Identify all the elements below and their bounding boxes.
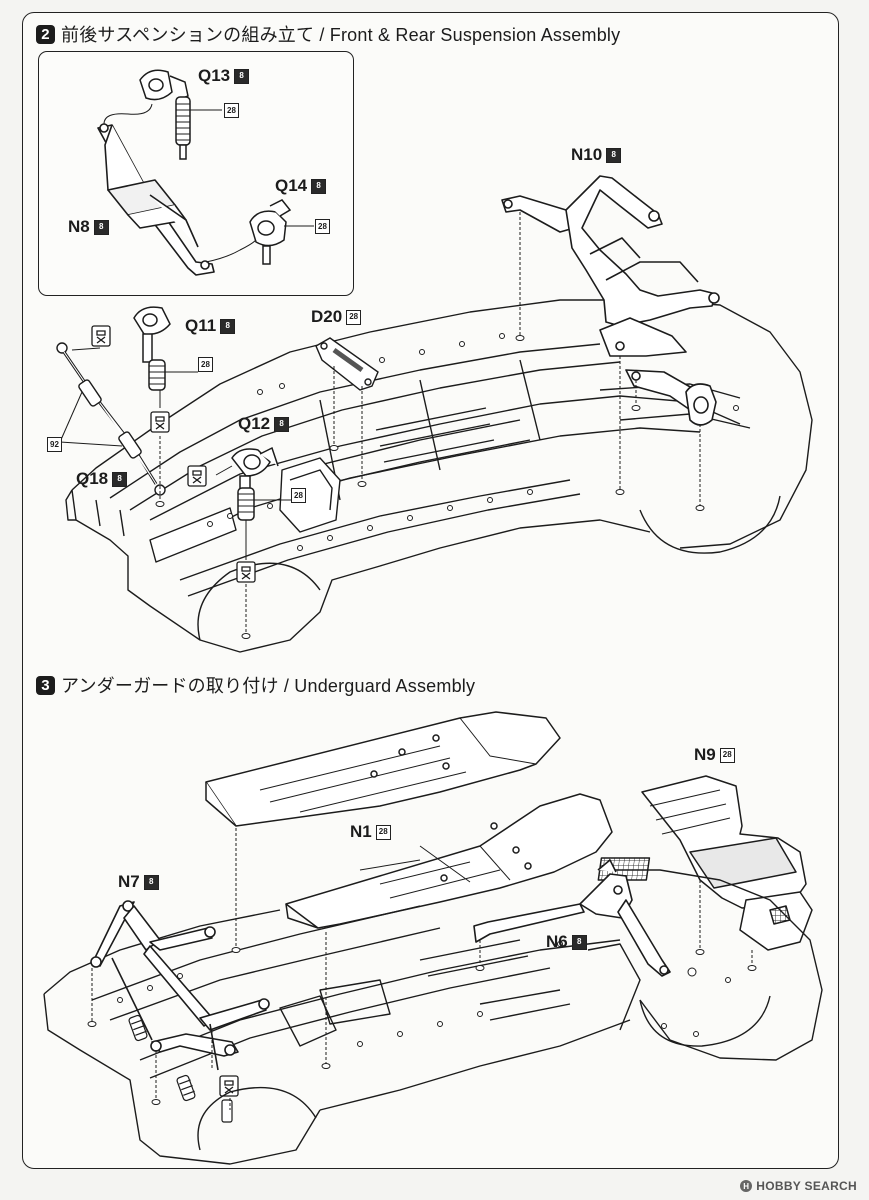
label-n9: N9 28: [694, 745, 735, 765]
rear-arm-n7: [90, 900, 270, 1071]
n10-leader-lines: [519, 212, 701, 506]
front-arm-n10: [501, 175, 720, 426]
material-tag: 8: [234, 68, 250, 84]
shock-q11: [133, 306, 171, 391]
step-2-number: 2: [36, 24, 55, 44]
inset-shock-q13: [139, 69, 191, 160]
label-q11: Q11 8: [185, 316, 236, 336]
inset-knuckle-q14: [249, 199, 292, 265]
step3-holes: [117, 941, 731, 1047]
material-tag: 8: [143, 874, 159, 890]
label-d20: D20 28: [311, 307, 362, 327]
sub-assembly-inset: [38, 51, 354, 296]
material-tag-92: 92: [47, 437, 62, 452]
material-tag-28: 28: [198, 357, 213, 372]
material-tag: 8: [606, 147, 622, 163]
label-q13: Q13 8: [198, 66, 250, 86]
material-tag-28: 28: [224, 103, 239, 118]
step-3-number: 3: [36, 675, 55, 695]
step3-chassis: [43, 869, 823, 1165]
material-tag: 8: [220, 318, 236, 334]
damper-rod-q18: [56, 342, 166, 496]
hobby-search-logo-icon: H: [740, 1180, 753, 1192]
material-tag: 28: [375, 824, 391, 840]
label-n6: N6 8: [546, 932, 587, 952]
material-tag: 28: [346, 309, 362, 325]
material-tag: 8: [571, 934, 587, 950]
shock-q12: [231, 446, 279, 521]
step3-leader-lines: [91, 828, 753, 1110]
label-q18: Q18 8: [76, 469, 128, 489]
watermark-text: HOBBY SEARCH: [756, 1179, 857, 1193]
step2-chassis-holes: [207, 333, 739, 551]
label-q14: Q14 8: [275, 176, 327, 196]
label-n8: N8 8: [68, 217, 109, 237]
step2-leader-lines: [59, 347, 363, 632]
label-n7: N7 8: [118, 872, 159, 892]
material-tag: 28: [719, 747, 735, 763]
inset-suspension-arm: [97, 123, 215, 276]
material-tag-28: 28: [291, 488, 306, 503]
material-tag-28: 28: [315, 219, 330, 234]
brace-d20: [315, 337, 379, 391]
step-2-header: 2 前後サスペンションの組み立て / Front & Rear Suspensi…: [36, 21, 620, 47]
inset-leader-lines: [103, 103, 314, 263]
label-n1: N1 28: [350, 822, 391, 842]
step-3-header: 3 アンダーガードの取り付け / Underguard Assembly: [36, 672, 475, 698]
underguard-panel-rear: [205, 711, 561, 827]
grease-icons: [91, 325, 256, 1097]
front-arm-n6: [473, 859, 671, 977]
material-tag: 8: [93, 219, 109, 235]
material-tag: 8: [274, 416, 290, 432]
label-n10: N10 8: [571, 145, 622, 165]
step-3-title: アンダーガードの取り付け / Underguard Assembly: [61, 676, 476, 696]
material-tag: 8: [112, 471, 128, 487]
label-q12: Q12 8: [238, 414, 290, 434]
diffuser-n9: [597, 775, 813, 951]
material-tag: 8: [311, 178, 327, 194]
watermark: H HOBBY SEARCH: [740, 1179, 857, 1193]
step-2-title: 前後サスペンションの組み立て / Front & Rear Suspension…: [61, 25, 621, 45]
